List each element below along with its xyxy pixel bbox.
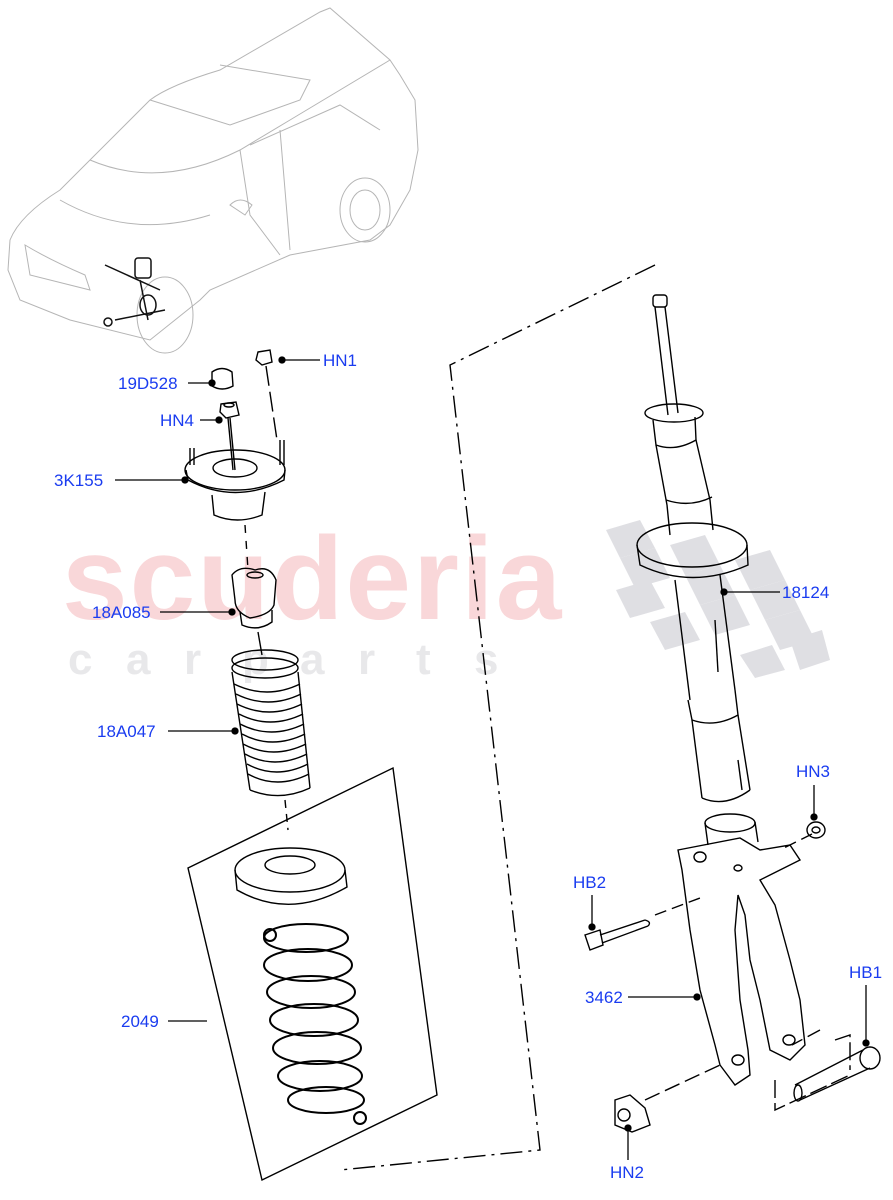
callout-hn1[interactable]: HN1 bbox=[323, 351, 358, 370]
callout-hn4[interactable]: HN4 bbox=[160, 411, 195, 430]
nut-hn4-shape bbox=[219, 401, 240, 419]
vehicle-locator-illustration bbox=[7, 7, 419, 354]
callout-19d528[interactable]: 19D528 bbox=[118, 374, 178, 393]
callout-hn3[interactable]: HN3 bbox=[796, 762, 831, 781]
spring-group-bracket bbox=[187, 766, 438, 1182]
callout-18124[interactable]: 18124 bbox=[782, 583, 830, 602]
watermark-scuderia: scuderia bbox=[62, 513, 564, 645]
nut-hn2-shape bbox=[614, 1094, 651, 1133]
callout-18a047[interactable]: 18A047 bbox=[97, 722, 156, 741]
callout-hb1[interactable]: HB1 bbox=[849, 963, 883, 982]
callout-3462[interactable]: 3462 bbox=[585, 988, 623, 1007]
dust-boot-18a047-shape bbox=[231, 649, 311, 797]
checkered-flag-watermark bbox=[606, 520, 830, 678]
bolt-hb1-shape bbox=[793, 1046, 881, 1102]
leader-lines bbox=[115, 356, 870, 1160]
callout-3k155[interactable]: 3K155 bbox=[54, 471, 104, 490]
bump-stop-18a085-shape bbox=[231, 567, 277, 619]
callout-hn2[interactable]: HN2 bbox=[610, 1163, 645, 1182]
left-exploded-stack bbox=[184, 349, 438, 1182]
callout-18a085[interactable]: 18A085 bbox=[92, 603, 151, 622]
nut-hn1-shape bbox=[255, 349, 273, 366]
right-strut-assembly bbox=[339, 264, 881, 1171]
nut-hn3-shape bbox=[806, 821, 826, 839]
knuckle-3462-shape bbox=[677, 813, 806, 1086]
bolt-hb2-shape bbox=[584, 919, 651, 951]
cap-19d528-shape bbox=[211, 367, 234, 390]
callout-hb2[interactable]: HB2 bbox=[573, 873, 607, 892]
coil-spring-2049-shape bbox=[263, 923, 367, 1125]
callout-2049[interactable]: 2049 bbox=[121, 1012, 159, 1031]
suspension-highlight-on-vehicle bbox=[103, 257, 166, 327]
strut-group-bracket bbox=[339, 264, 656, 1171]
spring-seat-shape bbox=[234, 847, 348, 905]
